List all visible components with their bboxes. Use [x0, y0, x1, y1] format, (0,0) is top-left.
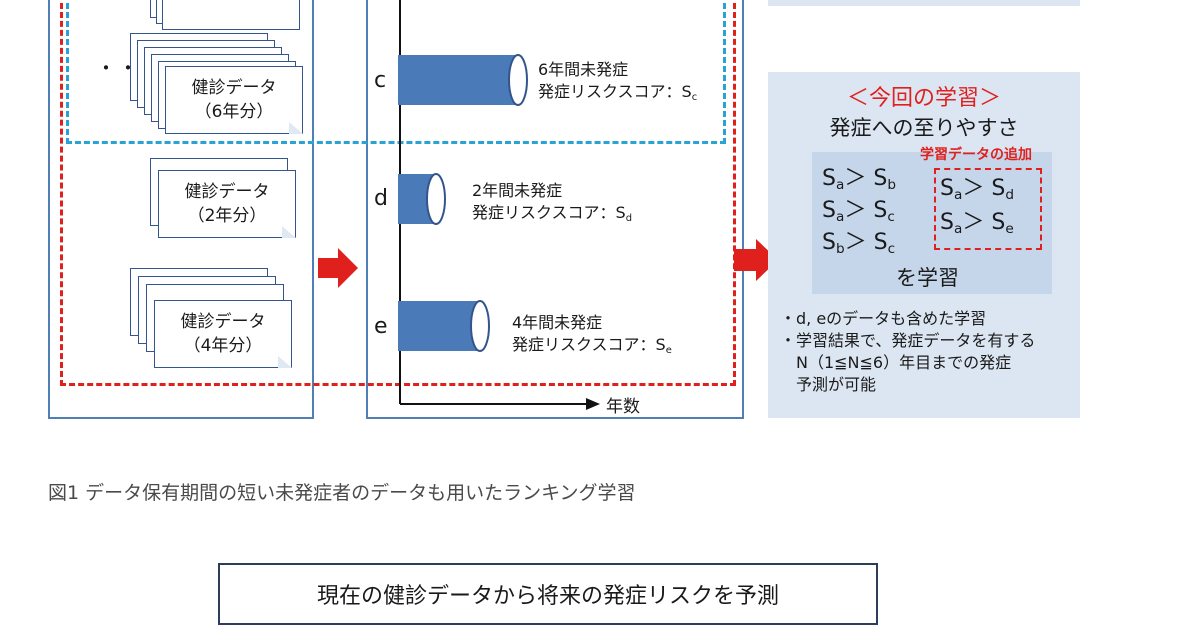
bar-label-e: 4年間未発症 発症リスクスコア：Se	[512, 313, 672, 356]
note-line-1: ・d, eのデータも含めた学習	[780, 309, 987, 328]
axis-label-years: 年数	[606, 397, 640, 417]
blue-dashed-region	[66, 0, 726, 144]
note-line-3: N（1≦N≦6）年目までの発症	[780, 353, 1012, 372]
ineq-ad: Sa＞ Sd	[940, 176, 1014, 204]
doc-4-label: 健診データ	[180, 312, 266, 332]
doc-2-label: 健診データ	[184, 182, 270, 202]
bar-e	[398, 300, 490, 352]
ineq-ab: Sa＞ Sb	[822, 166, 896, 194]
note-line-4: 予測が可能	[780, 375, 877, 394]
added-data-region	[934, 168, 1042, 250]
learning-title: ＜今回の学習＞	[846, 86, 1001, 111]
figure-caption: 図1 データ保有期間の短い未発症者のデータも用いたランキング学習	[48, 482, 636, 504]
bar-d	[398, 173, 446, 225]
ineq-ae: Sa＞ Se	[940, 210, 1014, 238]
learn-text: を学習	[896, 266, 959, 290]
prediction-box: 現在の健診データから将来の発症リスクを予測	[218, 563, 878, 625]
learning-subtitle: 発症への至りやすさ	[829, 116, 1019, 140]
row-letter-d: d	[374, 186, 388, 211]
row-letter-c: c	[374, 68, 387, 93]
doc-2-years: （2年分）	[187, 206, 267, 226]
bar-c	[398, 54, 528, 106]
ranking-inner-box	[812, 152, 1052, 294]
prediction-text: 現在の健診データから将来の発症リスクを予測	[316, 584, 779, 609]
ineq-ac: Sa＞ Sc	[822, 198, 895, 226]
row-letter-e: e	[374, 314, 388, 339]
doc-6-label: 健診データ	[191, 78, 277, 98]
bar-label-c: 6年間未発症 発症リスクスコア：Sc	[538, 60, 698, 103]
doc-6-years: （6年分）	[194, 102, 274, 122]
doc-4-years: （4年分）	[183, 336, 263, 356]
note-line-2: ・学習結果で、発症データを有する	[780, 331, 1036, 350]
left-panel	[48, 0, 314, 419]
red-dashed-region	[60, 0, 736, 386]
arrow-left-to-middle	[318, 248, 358, 288]
middle-panel	[366, 0, 744, 419]
addition-label: 学習データの追加	[920, 147, 1032, 163]
right-top-box	[768, 0, 1080, 6]
doc-stack-top-partial	[162, 0, 300, 30]
ineq-bc: Sb＞ Sc	[822, 230, 896, 258]
bar-label-d: 2年間未発症 発症リスクスコア：Sd	[472, 181, 632, 224]
arrow-middle-to-right	[734, 239, 778, 281]
